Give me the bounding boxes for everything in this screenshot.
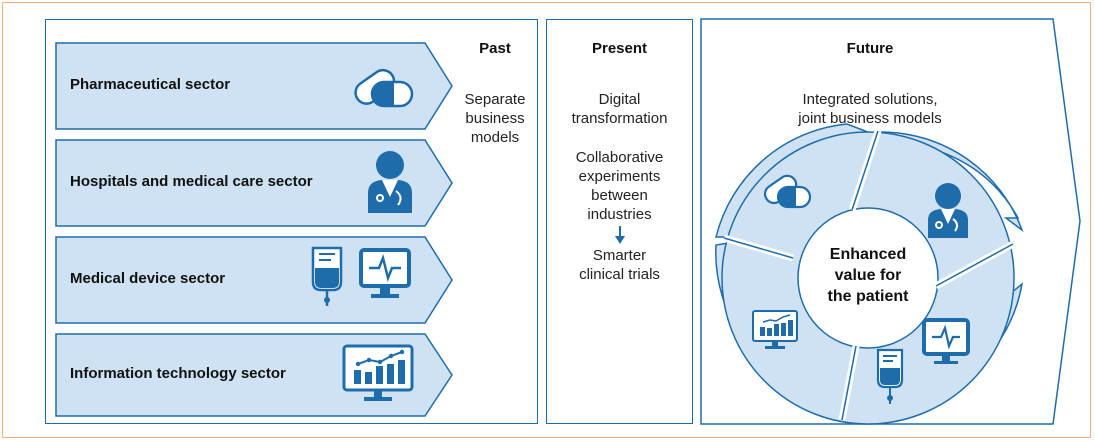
analytics-monitor-icon [342, 344, 414, 401]
cycle-monitor-icon [922, 318, 970, 364]
present-text-digital: Digital transformation [571, 91, 668, 127]
iv-bag-icon [311, 246, 343, 306]
future-center-label: Enhanced value for the patient [827, 246, 909, 305]
present-title: Present [591, 40, 648, 57]
sector-arrow-pharma [55, 42, 453, 130]
sector-arrow-device [55, 236, 453, 324]
cycle-analytics-icon [752, 310, 798, 349]
heart-monitor-icon [359, 248, 411, 298]
sector-arrow-hospitals [55, 139, 453, 227]
present-text-smarter: Smarter clinical trials [579, 247, 660, 283]
present-panel [546, 19, 693, 424]
sector-label-medical-device: Medical device sector [70, 270, 226, 287]
sector-label-hospitals: Hospitals and medical care sector [70, 173, 313, 190]
sector-label-pharmaceutical: Pharmaceutical sector [70, 76, 231, 93]
future-title: Future [846, 40, 894, 57]
present-text-collaborative: Collaborative experiments between indust… [575, 149, 664, 223]
cycle-iv-bag-icon [876, 348, 904, 404]
down-arrow-icon [615, 226, 625, 244]
cycle-doctor-icon [928, 183, 968, 238]
past-title: Past [479, 40, 511, 57]
cycle-pill-icon [763, 174, 812, 209]
sector-label-it: Information technology sector [70, 365, 286, 382]
past-text: Separate business models [464, 91, 526, 146]
future-text: Integrated solutions, joint business mod… [798, 91, 942, 127]
doctor-icon [368, 151, 412, 213]
pill-capsule-icon [354, 68, 414, 108]
